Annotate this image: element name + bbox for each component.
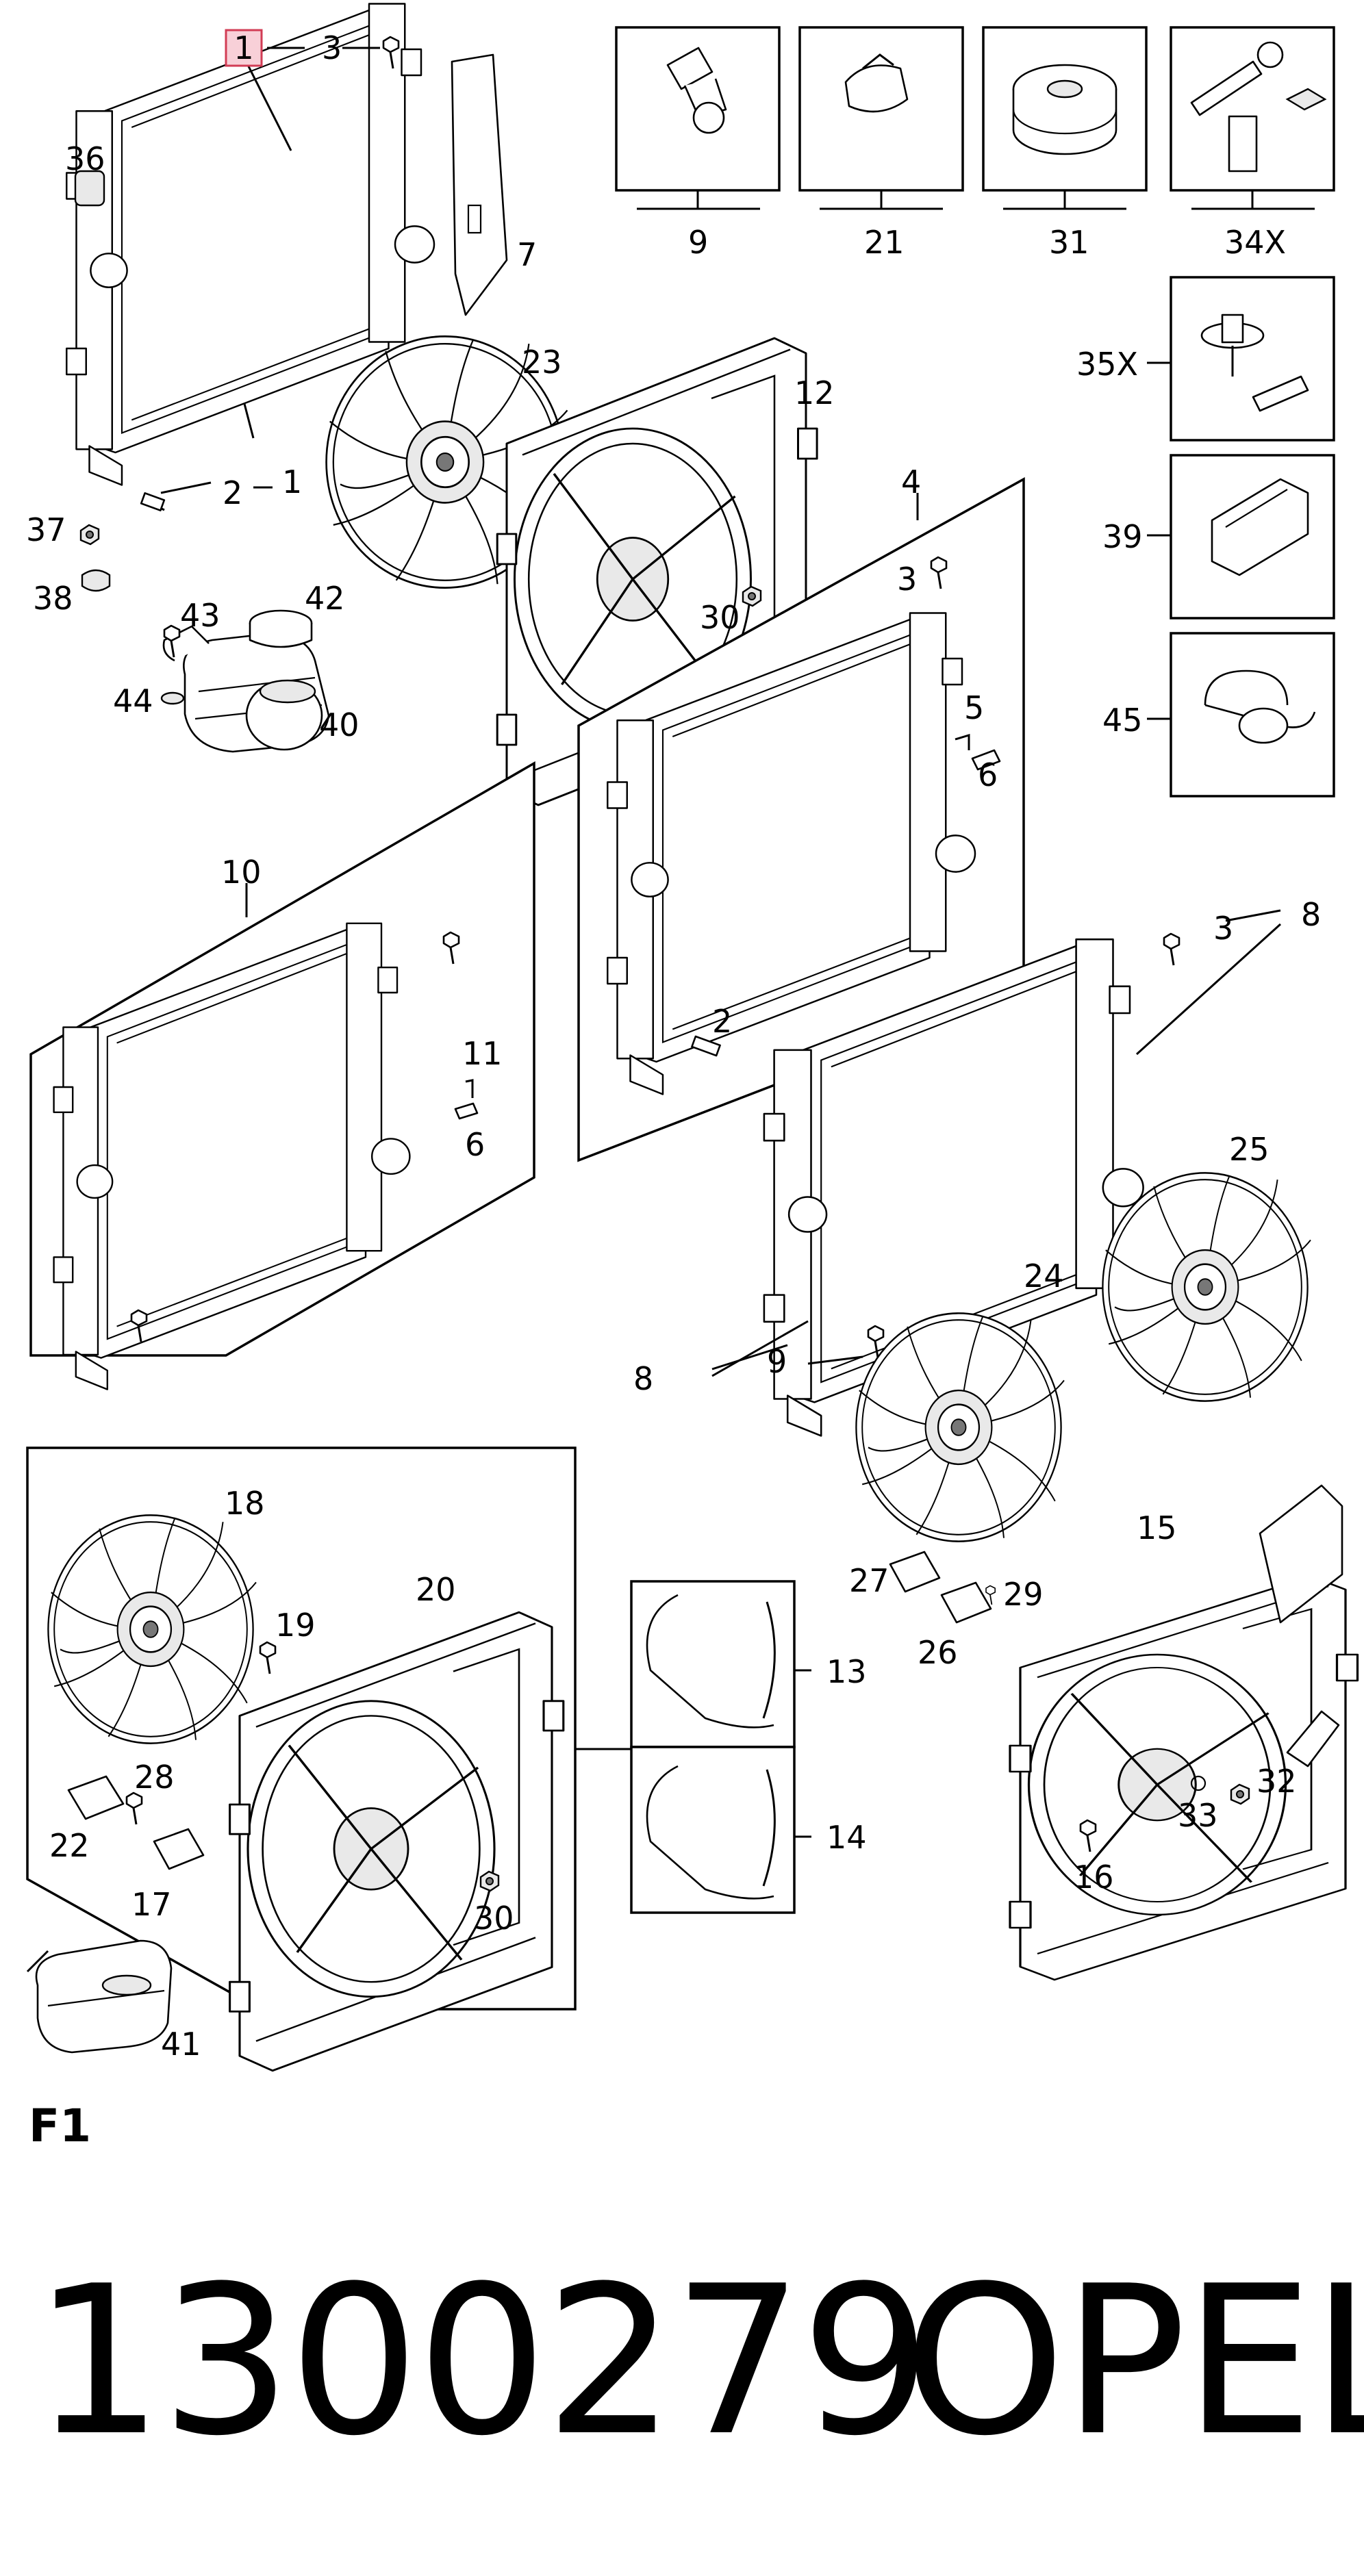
label-5[interactable]: 5 <box>964 689 984 726</box>
label-2-mid[interactable]: 2 <box>712 1003 732 1040</box>
highlight-box <box>225 29 263 67</box>
label-24[interactable]: 24 <box>1024 1258 1064 1295</box>
label-14[interactable]: 14 <box>826 1819 867 1856</box>
label-4[interactable]: 4 <box>901 463 921 500</box>
label-27[interactable]: 27 <box>849 1562 889 1599</box>
label-29[interactable]: 29 <box>1003 1576 1044 1613</box>
label-1-highlighted[interactable]: 1 <box>233 29 253 66</box>
box-9 <box>615 26 781 192</box>
label-3-mid[interactable]: 3 <box>897 561 917 598</box>
expansion-tank-40-illustration <box>160 609 330 753</box>
box-34x <box>1170 26 1335 192</box>
label-10[interactable]: 10 <box>221 854 262 891</box>
label-7[interactable]: 7 <box>517 236 537 273</box>
radiator-1-illustration <box>66 3 568 592</box>
label-2[interactable]: 2 <box>223 474 242 511</box>
box-45 <box>1170 632 1335 798</box>
label-6-left[interactable]: 6 <box>465 1126 485 1163</box>
label-19[interactable]: 19 <box>275 1607 316 1644</box>
label-9-mid[interactable]: 9 <box>767 1343 787 1380</box>
label-8-top[interactable]: 8 <box>1301 896 1321 933</box>
brand-name: OPEL <box>904 2242 1364 2481</box>
label-28[interactable]: 28 <box>134 1759 175 1796</box>
label-3-right[interactable]: 3 <box>1213 910 1233 947</box>
label-34x[interactable]: 34X <box>1224 224 1286 261</box>
box-31 <box>982 26 1148 192</box>
label-12[interactable]: 12 <box>794 374 835 411</box>
label-36[interactable]: 36 <box>65 140 105 177</box>
label-30-bottom[interactable]: 30 <box>474 1900 514 1937</box>
fan-shroud-assembly-box <box>26 1446 577 2072</box>
label-15[interactable]: 15 <box>1137 1509 1177 1546</box>
radiator-10-box <box>29 761 535 1390</box>
fan-shroud-15-illustration <box>889 1484 1359 1981</box>
label-42[interactable]: 42 <box>305 580 345 617</box>
section-label: F1 <box>29 2100 91 2152</box>
leader-lines <box>160 47 1315 1838</box>
label-8-bottom[interactable]: 8 <box>633 1360 653 1397</box>
label-37[interactable]: 37 <box>26 511 66 548</box>
label-20[interactable]: 20 <box>416 1571 456 1608</box>
label-3[interactable]: 3 <box>322 29 342 66</box>
label-16[interactable]: 16 <box>1074 1859 1114 1896</box>
part-labels: 1 3 36 7 23 2 1 37 38 43 42 44 40 12 30 … <box>26 29 1321 2152</box>
label-43[interactable]: 43 <box>180 597 220 634</box>
label-41[interactable]: 41 <box>161 2026 201 2063</box>
label-32[interactable]: 32 <box>1256 1763 1297 1800</box>
box-39 <box>1170 454 1335 620</box>
label-39[interactable]: 39 <box>1102 518 1143 555</box>
label-18[interactable]: 18 <box>225 1485 265 1522</box>
label-45[interactable]: 45 <box>1102 702 1143 739</box>
label-11[interactable]: 11 <box>462 1035 503 1072</box>
label-26[interactable]: 26 <box>918 1634 958 1671</box>
label-30-top[interactable]: 30 <box>700 599 740 636</box>
label-22[interactable]: 22 <box>49 1827 90 1864</box>
detail-13-14-boxes <box>575 1580 796 1914</box>
box-21 <box>798 26 964 192</box>
label-33[interactable]: 33 <box>1178 1797 1218 1834</box>
label-9-box[interactable]: 9 <box>688 224 708 261</box>
label-6-mid[interactable]: 6 <box>978 756 998 793</box>
label-35x[interactable]: 35X <box>1076 346 1138 383</box>
label-31[interactable]: 31 <box>1049 224 1089 261</box>
part-number: 1300279 <box>33 2242 931 2481</box>
label-21[interactable]: 21 <box>864 224 905 261</box>
fan-24-illustration <box>855 1312 1065 1542</box>
label-1[interactable]: 1 <box>282 463 302 500</box>
label-40[interactable]: 40 <box>319 706 359 743</box>
fan-25-illustration <box>1102 1172 1312 1402</box>
label-25[interactable]: 25 <box>1229 1131 1270 1168</box>
expansion-tank-41-illustration <box>26 1939 173 2054</box>
label-44[interactable]: 44 <box>113 683 153 719</box>
radiator-4-box <box>577 477 1025 1162</box>
label-13[interactable]: 13 <box>826 1653 867 1690</box>
label-23[interactable]: 23 <box>522 344 562 381</box>
box-35x <box>1170 276 1335 442</box>
label-38[interactable]: 38 <box>33 580 73 617</box>
label-17[interactable]: 17 <box>131 1886 172 1923</box>
